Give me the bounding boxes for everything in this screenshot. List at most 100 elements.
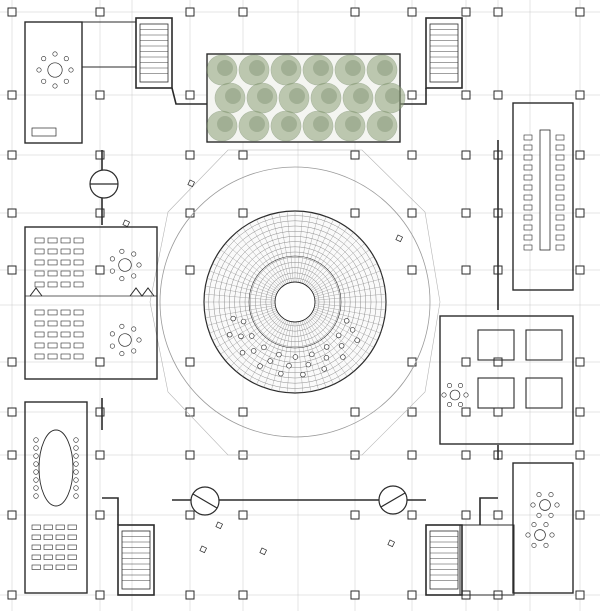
chair: [463, 392, 469, 398]
desk: [31, 524, 41, 530]
chair: [446, 382, 452, 388]
column: [95, 90, 105, 100]
column: [493, 7, 503, 17]
chair: [119, 351, 125, 357]
desk: [34, 237, 45, 244]
chair: [136, 262, 142, 268]
tile-joint: [304, 223, 341, 285]
courtyard-trees: [206, 54, 406, 142]
column: [7, 150, 17, 160]
room-outlines: [24, 21, 574, 596]
chair: [249, 333, 255, 339]
tile-joint: [263, 320, 289, 388]
tile-joint: [236, 317, 283, 372]
tree: [238, 110, 270, 142]
chair: [73, 437, 79, 443]
tile-joint: [300, 214, 319, 283]
workstation-cluster: [525, 329, 563, 361]
chair: [446, 402, 452, 408]
desk: [60, 281, 71, 288]
tile-joint: [313, 263, 378, 294]
chair: [109, 343, 115, 349]
tree: [366, 110, 398, 142]
column: [238, 407, 248, 417]
chair: [340, 354, 346, 360]
long-bench: [539, 129, 551, 251]
conference-table: [38, 429, 74, 507]
desk: [60, 309, 71, 316]
chair: [73, 453, 79, 459]
column: [407, 450, 417, 460]
column: [575, 510, 585, 520]
tile-joint: [314, 293, 386, 301]
column: [238, 150, 248, 160]
tile-joint: [256, 320, 287, 385]
desk: [34, 248, 45, 255]
tree-canopy: [257, 88, 273, 104]
chair: [554, 502, 560, 508]
round-table: [449, 389, 461, 401]
desk: [73, 342, 84, 349]
round-table: [118, 333, 132, 347]
desk: [34, 353, 45, 360]
desk: [34, 342, 45, 349]
tree: [302, 110, 334, 142]
column: [350, 407, 360, 417]
column: [7, 357, 17, 367]
chair: [33, 493, 39, 499]
column: [407, 208, 417, 218]
chair: [555, 134, 565, 141]
tree-canopy: [385, 88, 401, 104]
chair: [338, 343, 345, 349]
chair: [286, 363, 292, 369]
chair: [523, 234, 533, 241]
chair: [523, 184, 533, 191]
tile-joint: [279, 321, 292, 392]
tile-joint: [249, 319, 286, 381]
column: [575, 590, 585, 600]
tile-joint: [314, 307, 383, 326]
chair: [240, 318, 247, 325]
tile-joint: [306, 227, 348, 286]
chair: [543, 542, 549, 548]
sofa: [31, 127, 57, 137]
tile-joint: [249, 223, 286, 285]
loose-furniture: [387, 539, 395, 548]
partition: [129, 287, 155, 297]
tile-joint: [307, 232, 354, 287]
column: [407, 510, 417, 520]
tile-joint: [220, 249, 279, 291]
desk: [73, 270, 84, 277]
desk: [34, 259, 45, 266]
tree-canopy: [321, 88, 337, 104]
column: [461, 150, 471, 160]
tile-joint: [212, 263, 277, 294]
column: [7, 90, 17, 100]
column: [7, 265, 17, 275]
desk: [47, 270, 58, 277]
chair: [109, 331, 115, 337]
tree-canopy: [345, 116, 361, 132]
column: [7, 208, 17, 218]
desk: [55, 564, 65, 570]
tree-canopy: [377, 116, 393, 132]
column: [7, 510, 17, 520]
desk: [43, 554, 53, 560]
chair: [119, 248, 125, 254]
chair: [239, 350, 246, 356]
column: [493, 510, 503, 520]
chair: [131, 326, 137, 332]
chair: [530, 502, 536, 508]
column: [95, 7, 105, 17]
round-table: [534, 529, 546, 541]
desk: [73, 309, 84, 316]
desk: [67, 554, 77, 560]
loose-furniture: [259, 547, 267, 556]
chair: [73, 469, 79, 475]
desk: [60, 331, 71, 338]
tile-joint: [300, 321, 319, 390]
column: [407, 265, 417, 275]
column: [95, 407, 105, 417]
tile-joint: [296, 211, 304, 283]
